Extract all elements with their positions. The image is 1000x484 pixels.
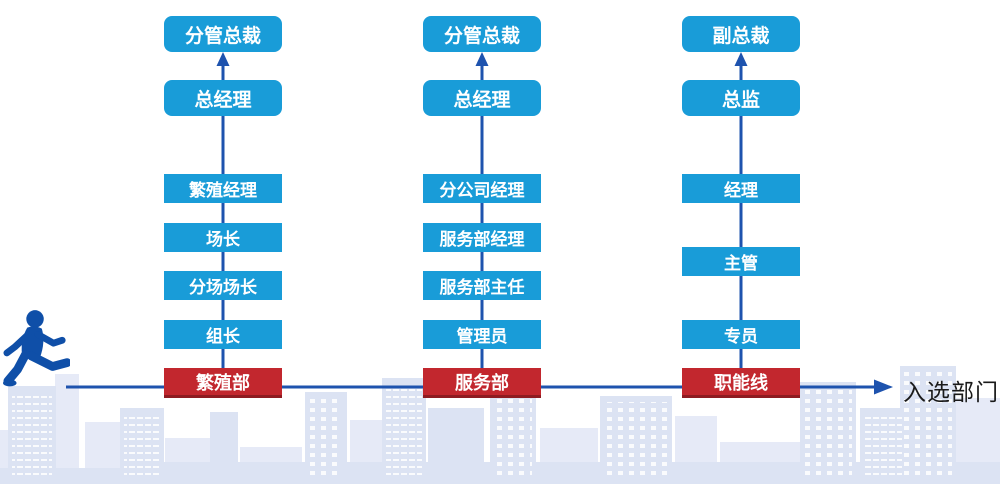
up-arrow-icon <box>216 52 230 66</box>
role-box-col3-top: 副总裁 <box>682 16 800 52</box>
role-box-col3-l1: 经理 <box>682 174 800 203</box>
role-box-col1-gm: 总经理 <box>164 80 282 116</box>
role-box-col3-l2: 主管 <box>682 247 800 276</box>
walking-person-icon <box>2 310 70 387</box>
role-box-col1-l3: 分场场长 <box>164 271 282 300</box>
right-arrow-icon <box>874 379 893 395</box>
role-box-col2-l2: 服务部经理 <box>423 223 541 252</box>
up-arrow-icon <box>475 52 489 66</box>
up-arrow-icon <box>734 52 748 66</box>
role-box-col2-l4: 管理员 <box>423 320 541 349</box>
department-box-col3: 职能线 <box>682 368 800 398</box>
baseline-label: 入选部门 <box>903 379 999 405</box>
role-box-col1-top: 分管总裁 <box>164 16 282 52</box>
city-skyline-background <box>0 366 1000 484</box>
role-box-col1-l4: 组长 <box>164 320 282 349</box>
role-box-col2-top: 分管总裁 <box>423 16 541 52</box>
role-box-col1-l1: 繁殖经理 <box>164 174 282 203</box>
role-box-col3-l3: 专员 <box>682 320 800 349</box>
role-box-col2-l1: 分公司经理 <box>423 174 541 203</box>
role-box-col1-l2: 场长 <box>164 223 282 252</box>
role-box-col2-l3: 服务部主任 <box>423 271 541 300</box>
role-box-col3-director: 总监 <box>682 80 800 116</box>
role-box-col2-gm: 总经理 <box>423 80 541 116</box>
department-box-col2: 服务部 <box>423 368 541 398</box>
department-box-col1: 繁殖部 <box>164 368 282 398</box>
